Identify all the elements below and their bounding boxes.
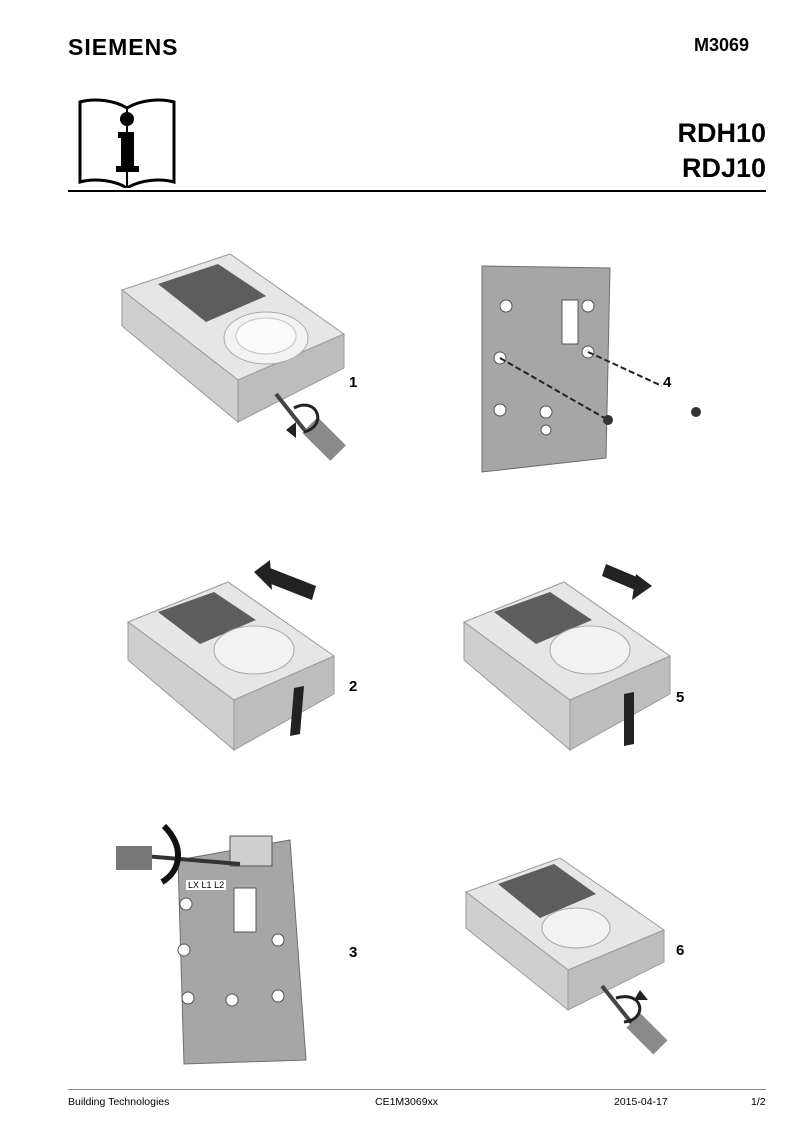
terminal-labels: LX L1 L2	[186, 880, 227, 890]
step-number-2: 2	[349, 678, 358, 695]
brand-logo: SIEMENS	[68, 34, 179, 60]
step-number-3: 3	[349, 944, 358, 961]
document-number: M3069	[694, 35, 750, 55]
illustration-step-6	[464, 857, 668, 1055]
illustration-step-1	[120, 253, 346, 461]
book-info-icon	[78, 98, 176, 188]
model-rdh10: RDH10	[677, 118, 766, 148]
step-number-1: 1	[349, 374, 358, 391]
illustration-step-2	[126, 560, 336, 752]
step-number-5: 5	[676, 689, 685, 706]
step-number-6: 6	[676, 942, 685, 959]
terminal-l1: L1	[201, 880, 212, 890]
footer-company: Building Technologies	[68, 1096, 170, 1108]
footer-page-number: 1/2	[751, 1096, 766, 1108]
terminal-l2: L2	[214, 880, 225, 890]
terminal-lx: LX	[188, 880, 200, 890]
footer-document-code: CE1M3069xx	[375, 1096, 439, 1108]
illustration-step-5	[462, 564, 672, 752]
footer-date: 2015-04-17	[614, 1096, 668, 1108]
model-rdj10: RDJ10	[681, 153, 766, 183]
header-rule	[68, 190, 766, 192]
footer-rule	[68, 1089, 766, 1090]
illustration-step-4	[481, 265, 701, 473]
illustration-step-3	[116, 823, 307, 1065]
step-number-4: 4	[663, 374, 672, 391]
